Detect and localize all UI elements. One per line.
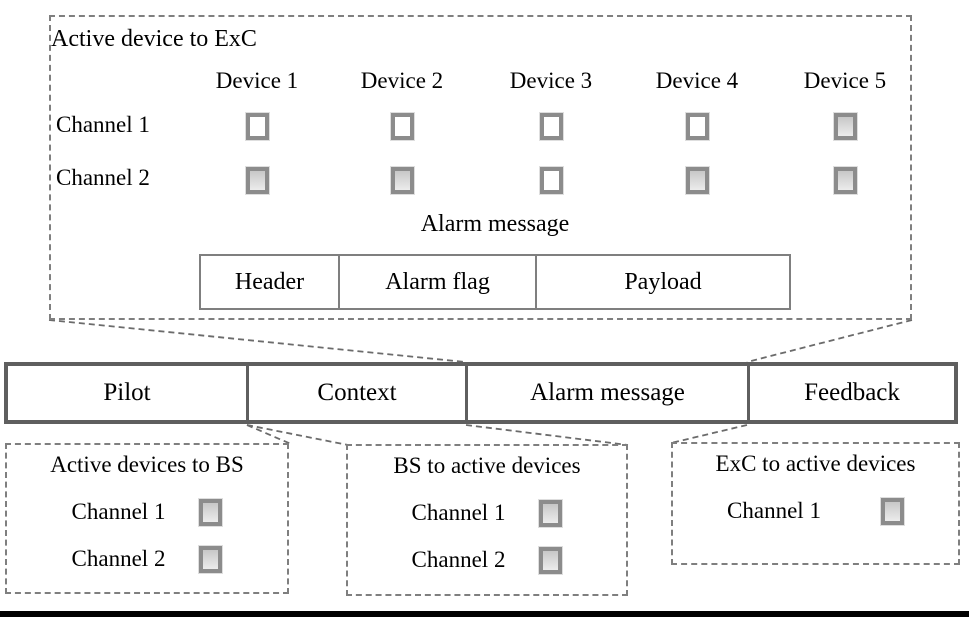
exc-to-active-devices-box: ExC to active devices Channel 1 — [671, 442, 960, 565]
alarm-flag-field-cell: Alarm flag — [340, 256, 537, 308]
alarm-message-label: Alarm message — [420, 211, 570, 237]
channel-row: Channel 2 — [7, 544, 287, 574]
channel-2-label: Channel 2 — [411, 547, 506, 572]
segment-context: Context — [249, 366, 468, 420]
exc-to-active-devices-title: ExC to active devices — [715, 451, 916, 476]
channel-1-row-label: Channel 1 — [56, 112, 150, 137]
bs-channel2-checkbox — [199, 545, 223, 573]
channel-1-label: Channel 1 — [411, 500, 506, 525]
channel1-device2-checkbox — [391, 113, 414, 140]
device-5-header: Device 5 — [803, 68, 887, 93]
channel-2-label: Channel 2 — [71, 546, 166, 571]
connector-topbox-to-alarm-right — [746, 319, 913, 363]
device-1-header: Device 1 — [215, 68, 299, 93]
device-3-header: Device 3 — [509, 68, 593, 93]
channel-row: Channel 1 — [7, 497, 287, 527]
frame-bar: Pilot Context Alarm message Feedback — [4, 362, 958, 424]
active-device-to-exc-box: Active device to ExC Device 1 Device 2 D… — [49, 15, 912, 320]
active-devices-to-bs-title: Active devices to BS — [50, 452, 244, 477]
bs-to-active-devices-box: BS to active devices Channel 1 Channel 2 — [346, 444, 628, 596]
active-device-to-exc-title: Active device to ExC — [51, 26, 257, 52]
channel2-device4-checkbox — [686, 167, 709, 194]
header-field-cell: Header — [201, 256, 340, 308]
downlink-channel1-checkbox — [539, 499, 563, 527]
channel-row: Channel 1 — [348, 498, 626, 528]
segment-feedback: Feedback — [804, 379, 900, 406]
channel2-device1-checkbox — [246, 167, 269, 194]
connector-pilot-to-bsbox — [246, 424, 292, 445]
connector-context-to-midbox-left — [246, 424, 349, 446]
device-4-header: Device 4 — [655, 68, 739, 93]
channel-row: Channel 2 — [348, 545, 626, 575]
channel1-device1-checkbox — [246, 113, 269, 140]
channel1-device3-checkbox — [540, 113, 563, 140]
figure-bottom-rule — [0, 611, 969, 617]
channel-1-label: Channel 1 — [71, 499, 166, 524]
channel1-device5-checkbox — [834, 113, 857, 140]
connector-topbox-to-alarm-left — [48, 319, 466, 363]
connector-feedback-to-excbox — [670, 424, 748, 444]
payload-field-cell: Payload — [624, 268, 702, 295]
bs-channel1-checkbox — [199, 498, 223, 526]
feedback-channel1-checkbox — [880, 497, 904, 525]
channel2-device3-checkbox — [540, 167, 563, 194]
channel-1-label: Channel 1 — [727, 498, 821, 523]
downlink-channel2-checkbox — [539, 546, 563, 574]
segment-alarm-message: Alarm message — [468, 366, 750, 420]
channel1-device4-checkbox — [686, 113, 709, 140]
channel-row: Channel 1 — [673, 496, 958, 526]
device-2-header: Device 2 — [360, 68, 444, 93]
segment-pilot: Pilot — [8, 366, 249, 420]
channel2-device2-checkbox — [391, 167, 414, 194]
channel-2-row-label: Channel 2 — [56, 165, 150, 190]
channel2-device5-checkbox — [834, 167, 857, 194]
connector-context-to-midbox-right — [465, 424, 629, 446]
active-devices-to-bs-box: Active devices to BS Channel 1 Channel 2 — [5, 443, 289, 594]
bs-to-active-devices-title: BS to active devices — [393, 453, 581, 478]
alarm-message-format-table: Header Alarm flag Payload — [199, 254, 791, 310]
